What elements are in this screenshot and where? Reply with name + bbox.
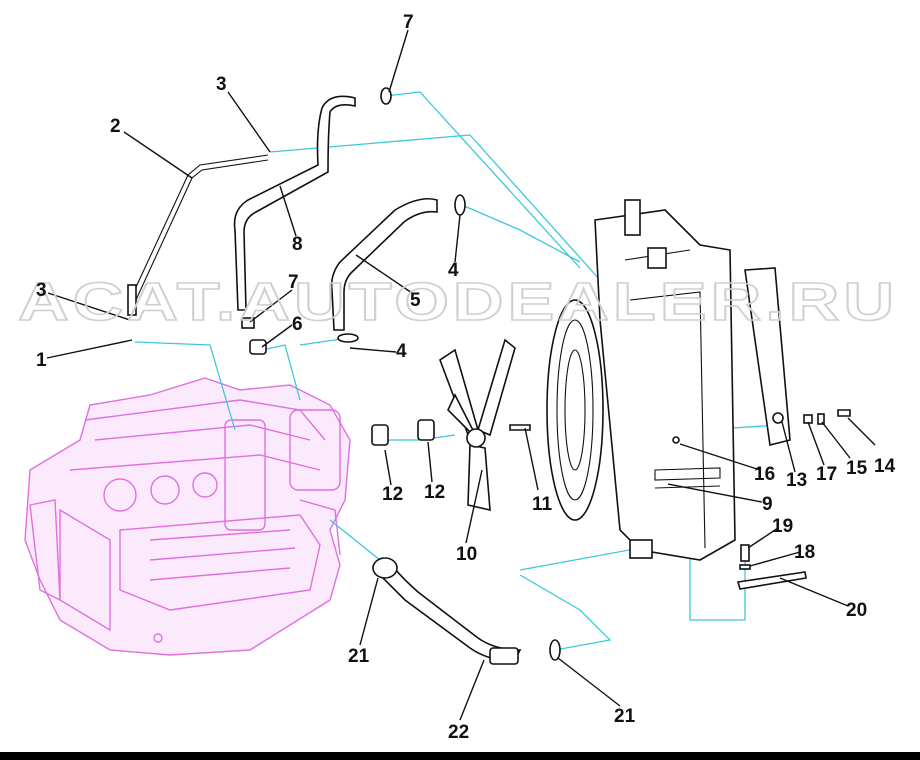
washer-13 [772,412,784,424]
hose-clamp-left [241,317,255,329]
bolt-14 [837,409,851,417]
leader-lines [46,29,876,721]
watermark: ACAT.AUTODEALER.RU [18,272,898,332]
hose-clamp-right [337,333,359,343]
callout-21-left: 21 [348,646,370,667]
callout-13: 13 [786,470,807,491]
callout-9: 9 [762,494,773,515]
callout-4-lower: 4 [396,341,407,362]
bottom-border [0,752,920,760]
callout-7-mid: 7 [288,272,299,293]
fan-shroud [546,299,604,521]
hose-clamp-lower [549,639,561,661]
callout-14: 14 [874,456,896,477]
callout-1: 1 [36,350,47,371]
callout-19: 19 [772,516,793,537]
callout-6: 6 [292,314,303,335]
callout-3-top: 3 [216,74,227,95]
callout-10: 10 [456,544,477,565]
callout-8: 8 [292,234,303,255]
callout-4-upper: 4 [448,260,459,281]
hose-upper-bypass [233,95,356,311]
callout-21-right: 21 [614,706,636,727]
support-bar [736,571,807,590]
hose-lower [372,557,522,665]
callout-2: 2 [110,116,121,137]
washer-18 [739,564,751,570]
bypass-pipe [127,154,269,316]
nut-17 [803,414,813,424]
callout-12-left: 12 [382,484,403,505]
drain-plug [672,436,680,444]
side-bracket [744,267,791,446]
callout-7-top: 7 [403,12,414,33]
callout-22: 22 [448,722,469,743]
callout-15: 15 [846,458,868,479]
callout-20: 20 [846,600,867,621]
fan-bolt [509,424,531,431]
callout-labels: 1 2 3 3 4 4 5 6 7 7 8 9 10 11 12 12 13 1… [36,12,896,743]
washer-15 [817,413,825,425]
callout-3-left: 3 [36,280,47,301]
cooling-fan [439,338,516,512]
assembly-guide-lines [134,91,781,651]
engine-block [24,377,351,656]
callout-11: 11 [532,494,553,515]
spacer-b [417,419,435,441]
hose-clamp-top [380,87,392,105]
bolt-19 [740,544,750,562]
callout-16: 16 [754,464,775,485]
hose-clamp-mid [454,194,466,216]
callout-12-right: 12 [424,482,445,503]
radiator [594,199,736,561]
elbow-fitting [249,339,267,355]
hose-radiator-upper [330,197,438,331]
spacer-a [371,424,389,446]
callout-18: 18 [794,542,815,563]
callout-17: 17 [816,464,837,485]
callout-5: 5 [410,290,421,311]
